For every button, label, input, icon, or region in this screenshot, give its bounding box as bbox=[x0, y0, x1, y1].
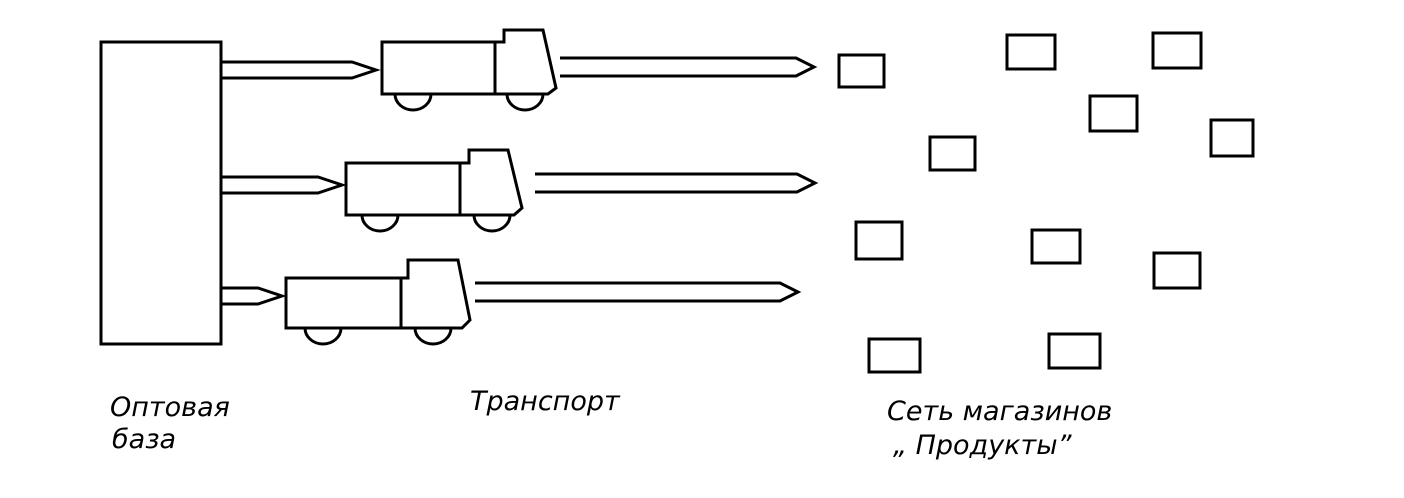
wholesale-base-label-line2: база bbox=[112, 424, 177, 455]
store-box bbox=[867, 337, 922, 374]
arrow-base-to-truck-2 bbox=[221, 175, 347, 195]
arrow-base-to-truck-1 bbox=[221, 60, 381, 80]
truck-3 bbox=[284, 258, 472, 346]
store-box bbox=[1152, 251, 1202, 290]
arrow-base-to-truck-3 bbox=[221, 286, 287, 306]
truck-2 bbox=[344, 148, 524, 233]
store-box bbox=[1209, 118, 1255, 158]
store-box bbox=[1005, 33, 1057, 71]
store-box bbox=[854, 220, 904, 261]
store-network-label-line2: „ Продукты” bbox=[893, 430, 1072, 461]
store-box bbox=[1151, 31, 1203, 70]
store-box bbox=[928, 135, 977, 172]
arrow-truck-1-to-stores bbox=[560, 56, 818, 78]
wholesale-base-label-line1: Оптовая bbox=[110, 392, 230, 423]
store-box bbox=[1047, 332, 1102, 370]
transport-label: Транспорт bbox=[470, 386, 620, 417]
store-box bbox=[1030, 228, 1082, 265]
store-network bbox=[837, 31, 1255, 374]
store-network-label-line1: Сеть магазинов bbox=[887, 396, 1113, 427]
arrow-truck-2-to-stores bbox=[535, 172, 819, 194]
store-box bbox=[1088, 94, 1139, 133]
truck-1 bbox=[380, 28, 558, 112]
store-box bbox=[837, 53, 886, 89]
arrow-truck-3-to-stores bbox=[475, 281, 802, 303]
wholesale-base-box bbox=[99, 40, 223, 346]
